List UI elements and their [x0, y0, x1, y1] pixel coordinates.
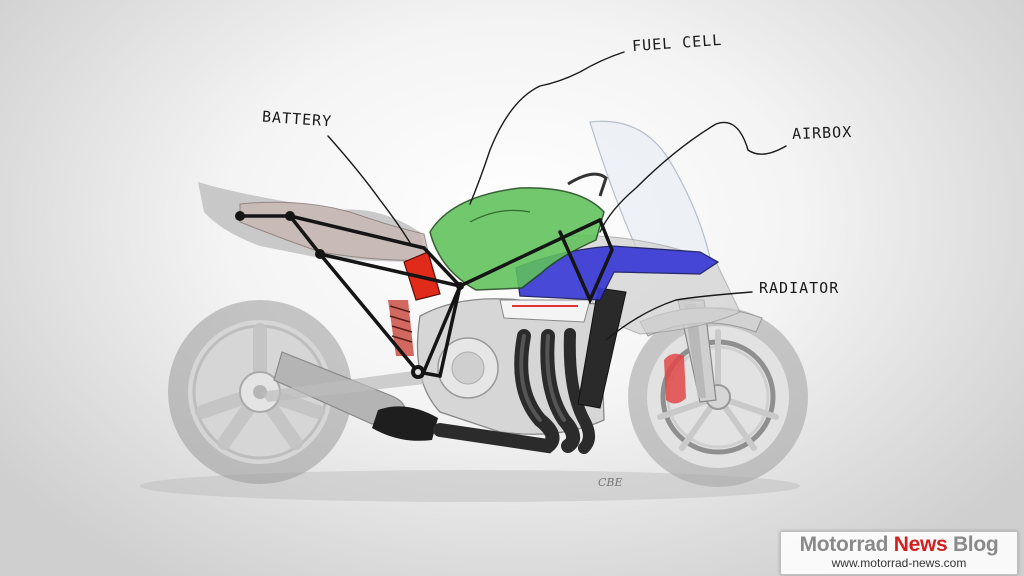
leader-radiator [605, 291, 753, 341]
front-wheel [628, 307, 808, 487]
watermark-brand-part3: Blog [952, 533, 999, 556]
callout-radiator: RADIATOR [759, 279, 840, 297]
exhaust-headers [433, 328, 595, 454]
swingarm [260, 370, 424, 402]
callout-airbox: AIRBOX [791, 122, 853, 144]
watermark-url: www.motorrad-news.com [831, 556, 967, 570]
fuel-cell-highlight [469, 209, 531, 223]
ground-shadow [140, 470, 800, 502]
rear-shock [388, 300, 414, 356]
leader-battery [327, 135, 413, 247]
watermark-badge: Motorrad News Blog www.motorrad-news.com [780, 531, 1018, 575]
handlebar [567, 172, 608, 197]
callout-leader-lines [327, 51, 787, 341]
brake-caliper [664, 353, 686, 404]
side-panel-stripe [499, 299, 591, 323]
rear-wheel [168, 300, 352, 484]
watermark-brand-part2: News [893, 533, 948, 556]
watermark-brand-part1: Motorrad [799, 533, 889, 556]
fuel-cell-part [429, 187, 605, 291]
leader-airbox [599, 121, 787, 233]
leader-fuel-cell [469, 51, 625, 205]
artist-signature: CBE [598, 476, 623, 489]
frame-pivot-points [235, 211, 464, 379]
watermark-brand: Motorrad News Blog [781, 533, 1017, 557]
radiator-part [577, 287, 627, 409]
